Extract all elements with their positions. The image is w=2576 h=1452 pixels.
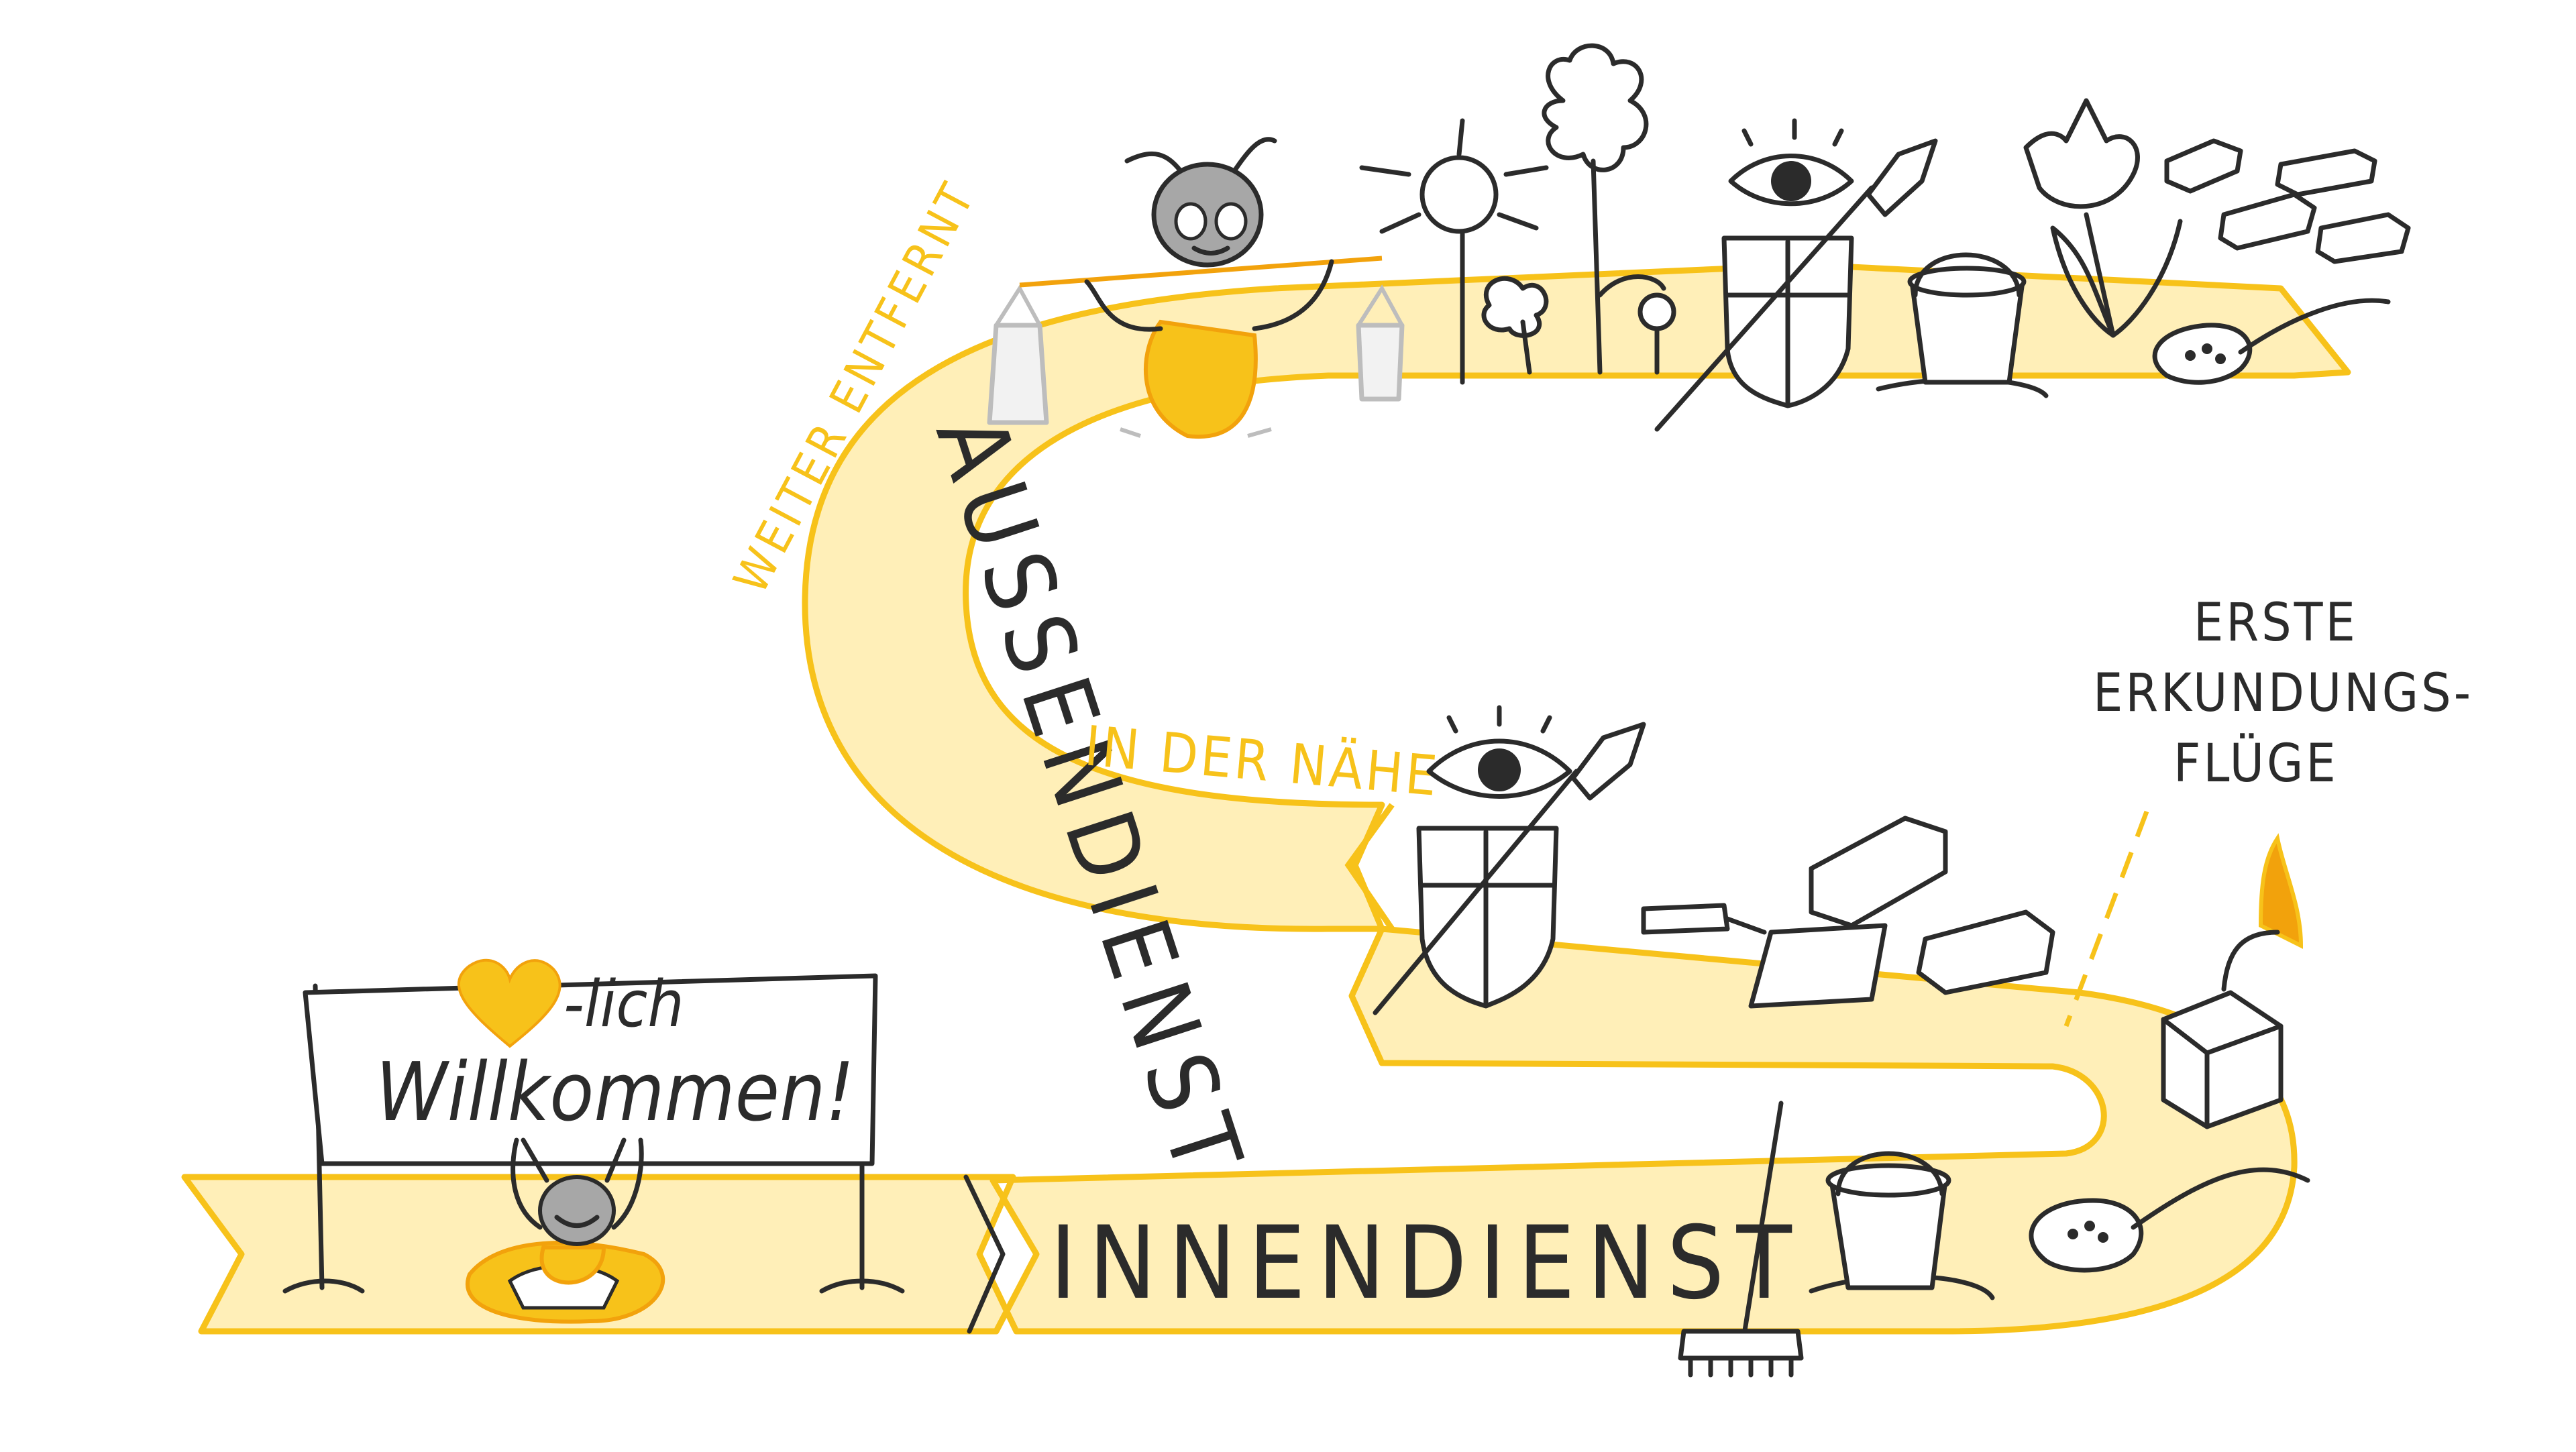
shield-icon-far	[1654, 138, 1938, 432]
svg-text:FLÜGE: FLÜGE	[2174, 733, 2339, 794]
tulip-icon	[2023, 98, 2183, 338]
small-flower-icon	[1481, 276, 1676, 375]
spear-icon	[1373, 722, 1646, 1015]
erste-erkundungsfluege-label: ERSTE ERKUNDUNGS- FLÜGE	[2093, 593, 2473, 794]
ant-icon	[466, 1137, 665, 1324]
heart-icon	[457, 958, 561, 1048]
svg-text:ERKUNDUNGS-: ERKUNDUNGS-	[2093, 663, 2473, 724]
ribbon-fold	[2258, 833, 2304, 949]
heart-suffix-text: -lich	[564, 968, 684, 1042]
pointer-dashed-line	[2063, 810, 2149, 1027]
spoon-icon	[2029, 1167, 2310, 1273]
eye-icon-far	[1728, 118, 1854, 207]
box-icon	[2161, 930, 2284, 1129]
flower-icon	[1542, 43, 1666, 375]
shield-icon	[1416, 826, 1559, 1009]
daisy-icon	[1359, 118, 1549, 385]
bucket-icon-far	[1876, 252, 2049, 398]
innendienst-label: INNENDIENST	[1050, 1205, 1804, 1322]
welcome-text: Willkommen!	[376, 1046, 855, 1139]
broom-icon	[1678, 1101, 1804, 1378]
brick-icon-far	[2164, 138, 2411, 264]
eye-icon	[1426, 705, 1572, 799]
bucket-icon	[1809, 1151, 1995, 1300]
brick-icon	[1809, 816, 2055, 995]
welcome-banner: -lich Willkommen!	[282, 958, 905, 1294]
trowel-icon	[1641, 903, 1888, 1009]
carrying-ant-icon	[987, 137, 1405, 439]
svg-text:ERSTE: ERSTE	[2194, 593, 2358, 653]
spoon-icon-far	[2152, 298, 2391, 385]
